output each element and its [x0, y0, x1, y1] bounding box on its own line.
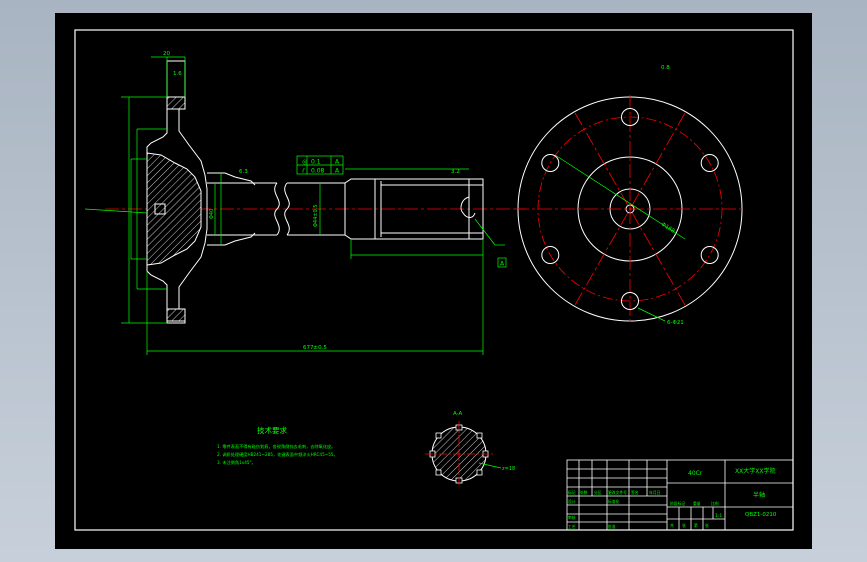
section-label: A-A [453, 411, 463, 417]
tb-field-process: 工艺 [568, 524, 576, 529]
tb-field-sheet-2: 张 [705, 523, 709, 528]
spline-teeth-label: z=18 [502, 466, 515, 472]
dim-overall-length: 677±0.5 [303, 345, 327, 351]
title-block [566, 459, 794, 531]
tol-symbol-1: ◎ [302, 159, 307, 166]
spline-tooth [476, 469, 483, 476]
flange-bolt-band-bottom [166, 308, 186, 322]
title-part-name: 半轴 [753, 491, 765, 499]
break-line-left [274, 182, 280, 236]
bolt-hole-6 [541, 154, 560, 172]
tb-field-of: 第 [694, 523, 698, 528]
spline-tooth [476, 432, 483, 439]
technical-requirements: 技术要求 1. 零件表面不得有碰伤划痕，各锐角倒钝去毛刺，去除氧化皮。 2. 调… [217, 425, 338, 466]
title-company: XX大学XX学院 [735, 467, 775, 475]
tol-datum-1: A [335, 159, 340, 166]
tech-req-item-3: 3. 未注倒角1x45°。 [217, 459, 256, 466]
tech-req-title: 技术要求 [257, 425, 287, 435]
bolt-hole-5 [541, 246, 560, 264]
tech-req-item-1: 1. 零件表面不得有碰伤划痕，各锐角倒钝去毛刺，去除氧化皮。 [217, 443, 335, 450]
title-block-text: 40Cr XX大学XX学院 半轴 QBZ1-0210 1:1 标记 处数 分区 … [568, 467, 777, 529]
tol-value-2: 0.08 [311, 168, 325, 175]
tb-field-count: 处数 [580, 490, 588, 495]
tb-field-standard: 标准化 [608, 499, 620, 504]
title-drawing-no: QBZ1-0210 [745, 512, 777, 518]
flange-bolt-band-top [166, 96, 186, 110]
dim-bolt-circle: Φ168 [660, 222, 676, 235]
tol-symbol-2: ⫽ [301, 168, 305, 175]
tb-field-zone: 分区 [594, 490, 602, 495]
datum-label: A [500, 261, 505, 268]
dim-bolt-holes: 6-Φ21 [667, 320, 684, 326]
bolt-hole-3 [700, 246, 719, 264]
tb-field-date: 年月日 [649, 490, 661, 495]
flange-hatch [146, 152, 202, 266]
tb-field-ratio: 比例 [711, 501, 719, 506]
tb-field-design: 设计 [568, 499, 576, 504]
break-line-right [284, 182, 290, 236]
tech-req-item-2: 2. 调质处理硬度HB241~285，花键表面中频淬火HRC45~55。 [217, 451, 338, 458]
side-centerline-d2 [574, 112, 686, 306]
tolerance-frame: ◎ 0.1 A ⫽ 0.08 A [296, 155, 344, 175]
hub-inner-bottom [207, 232, 256, 246]
front-view-dimensions [84, 56, 505, 355]
drawing-sheet[interactable]: ◎ 0.1 A ⫽ 0.08 A A 677±0.5 20 Φ44±0.5 Φ4… [55, 13, 812, 549]
center-bore [154, 203, 166, 215]
roughness-4: 0.8 [661, 65, 670, 71]
bolt-hole-2 [700, 154, 719, 172]
title-scale: 1:1 [715, 513, 722, 519]
bolt-hole-1 [621, 108, 639, 126]
roughness-2: 3.2 [451, 169, 460, 175]
tb-field-total: 共 [670, 523, 674, 528]
dim-shaft-dia: Φ44±0.5 [313, 205, 319, 227]
roughness-1: 6.3 [239, 169, 248, 175]
spline-tooth [435, 469, 442, 476]
datum-box [497, 257, 507, 268]
roughness-3: 1.6 [173, 71, 182, 77]
cad-viewport[interactable]: ◎ 0.1 A ⫽ 0.08 A A 677±0.5 20 Φ44±0.5 Φ4… [55, 13, 812, 549]
front-view [105, 60, 525, 324]
tb-field-mark: 标记 [568, 490, 576, 495]
tb-field-weight: 重量 [693, 501, 701, 506]
dim-end-dia: Φ40 [209, 209, 215, 219]
dim-flange-thickness: 20 [163, 51, 170, 57]
title-material: 40Cr [688, 470, 703, 477]
bolt-hole-4 [621, 292, 639, 310]
hole-leader [637, 307, 666, 322]
hub-inner-top [207, 172, 256, 186]
spline-leader [478, 462, 502, 469]
tb-field-approve: 批准 [608, 524, 616, 529]
tb-field-change-doc: 更改文件号 [608, 490, 627, 495]
tb-field-sign: 签名 [631, 490, 639, 495]
tol-datum-2: A [335, 168, 340, 175]
tb-field-review: 审核 [568, 515, 576, 520]
end-center-hole [460, 196, 476, 218]
tol-value-1: 0.1 [311, 159, 321, 166]
pcd-leader [554, 154, 686, 240]
tb-field-stage: 阶段标记 [670, 501, 685, 506]
spline-section: A-A z=18 [425, 411, 515, 487]
sheet-border [74, 29, 794, 531]
side-view [515, 95, 745, 323]
spline-tooth [435, 432, 442, 439]
tb-field-sheet-1: 张 [682, 523, 686, 528]
